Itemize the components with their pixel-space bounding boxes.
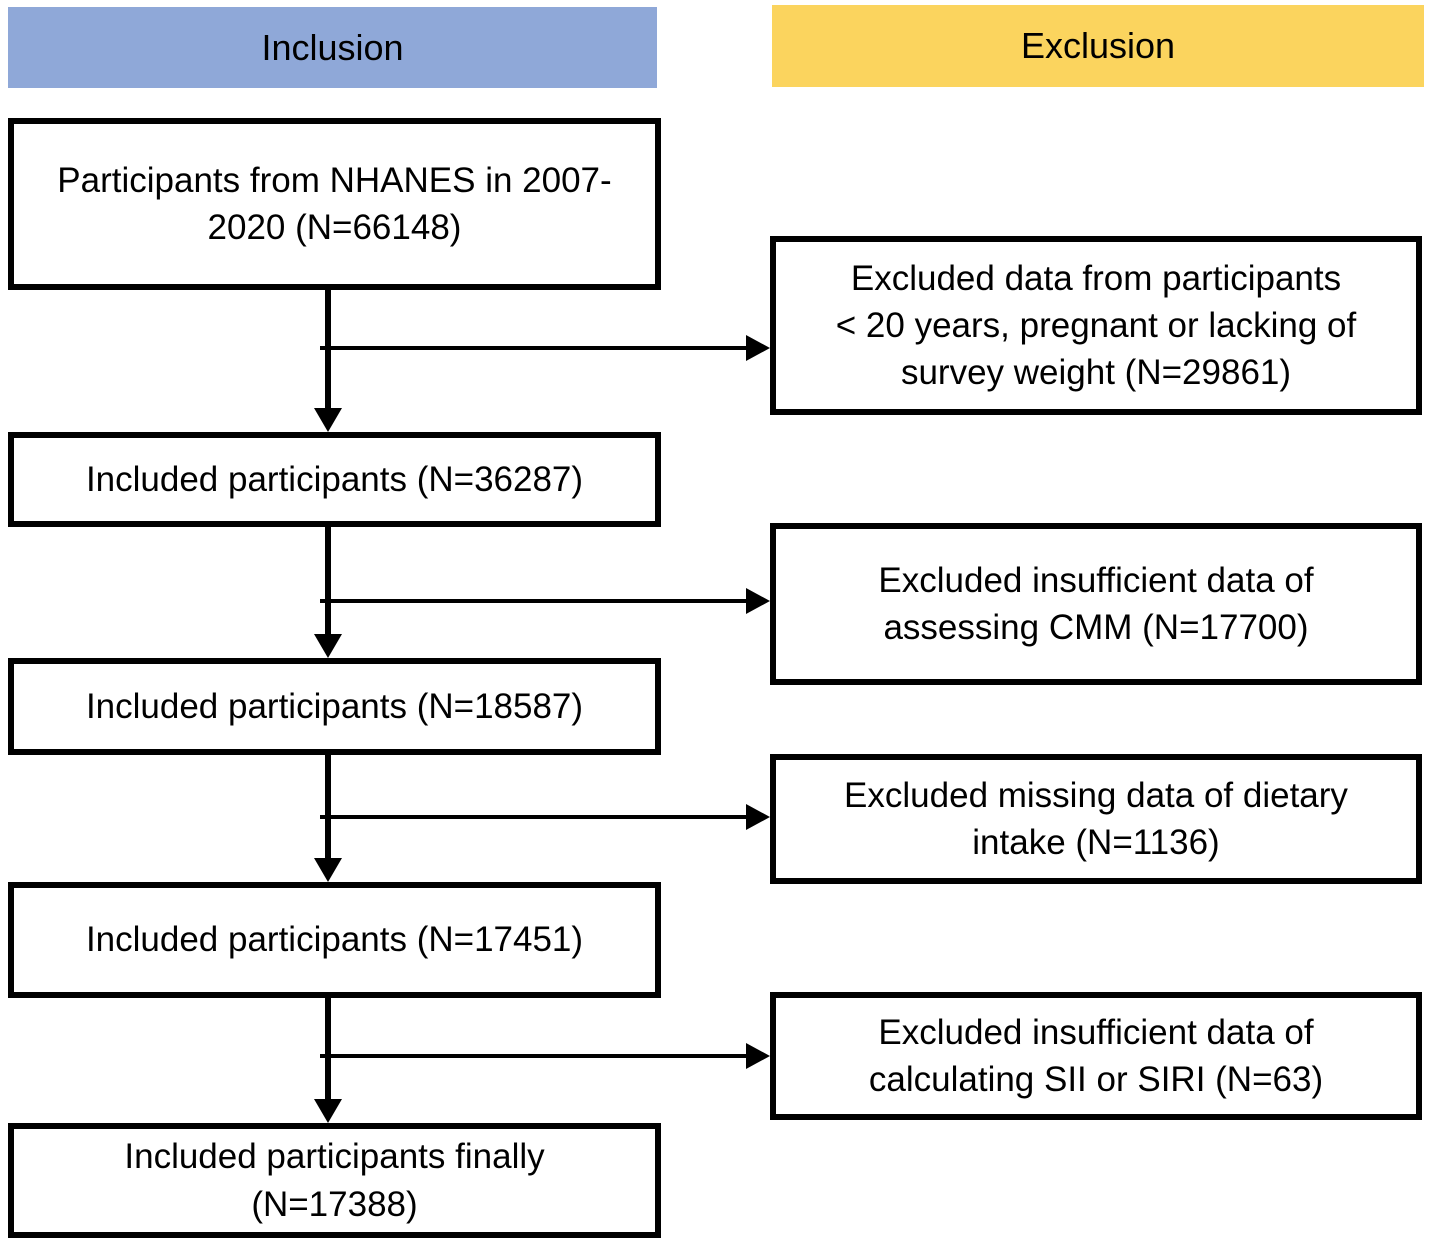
arrow-down-icon-2 [314,634,342,658]
arrow-down-icon-4 [314,1099,342,1123]
arrow-right-icon-1 [746,335,770,361]
arrow-down-icon-1 [314,408,342,432]
arrow-right-icon-2 [746,588,770,614]
inclusion-box-step-3-text: Included participants (N=18587) [85,686,584,726]
inclusion-box-step-2: Included participants (N=36287) [8,432,661,527]
connector-line-down-2 [325,527,331,638]
inclusion-box-step-4-text: Included participants (N=17451) [85,920,584,960]
exclusion-box-4-text: Excluded insufficient data of calculatin… [868,1012,1324,1099]
exclusion-box-2: Excluded insufficient data of assessing … [770,523,1422,685]
inclusion-box-final-text: Included participants finally (N=17388) [124,1137,545,1224]
arrow-down-icon-3 [314,858,342,882]
exclusion-box-4: Excluded insufficient data of calculatin… [770,992,1422,1120]
inclusion-box-step-4: Included participants (N=17451) [8,882,661,998]
exclusion-header-label: Exclusion [1020,25,1176,66]
connector-line-right-3 [320,815,750,819]
exclusion-header: Exclusion [772,5,1424,87]
inclusion-box-step-2-text: Included participants (N=36287) [85,459,584,499]
inclusion-box-nhanes-source: Participants from NHANES in 2007- 2020 (… [8,118,661,290]
connector-line-right-4 [320,1054,750,1058]
inclusion-box-step-3: Included participants (N=18587) [8,658,661,755]
inclusion-header-label: Inclusion [261,26,404,68]
inclusion-box-final: Included participants finally (N=17388) [8,1123,661,1238]
exclusion-box-1-text: Excluded data from participants < 20 yea… [835,258,1357,393]
exclusion-box-2-text: Excluded insufficient data of assessing … [878,560,1314,647]
connector-line-down-1 [325,290,331,412]
arrow-right-icon-4 [746,1043,770,1069]
connector-line-right-1 [320,346,750,350]
exclusion-box-3: Excluded missing data of dietary intake … [770,754,1422,884]
exclusion-box-3-text: Excluded missing data of dietary intake … [844,775,1348,862]
connector-line-down-4 [325,998,331,1103]
arrow-right-icon-3 [746,804,770,830]
exclusion-box-1: Excluded data from participants < 20 yea… [770,236,1422,415]
inclusion-header: Inclusion [8,7,657,88]
connector-line-down-3 [325,755,331,862]
connector-line-right-2 [320,599,750,603]
inclusion-box-nhanes-source-text: Participants from NHANES in 2007- 2020 (… [57,160,612,247]
